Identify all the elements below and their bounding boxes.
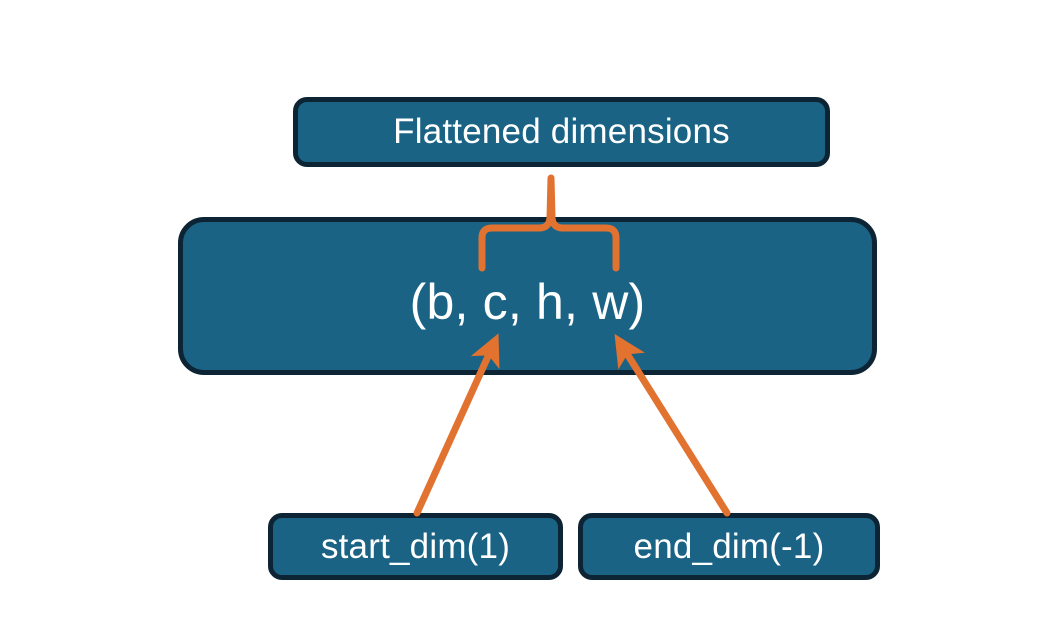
flattened-dimensions-label: Flattened dimensions	[393, 112, 730, 151]
tensor-shape-node[interactable]: (b, c, h, w)	[178, 217, 877, 375]
start-dim-node[interactable]: start_dim(1)	[268, 513, 563, 580]
end-dim-node[interactable]: end_dim(-1)	[578, 513, 880, 580]
flattened-dimensions-node[interactable]: Flattened dimensions	[293, 97, 830, 167]
start-dim-label: start_dim(1)	[320, 526, 511, 566]
tensor-shape-label: (b, c, h, w)	[409, 274, 646, 330]
end-dim-label: end_dim(-1)	[633, 526, 825, 566]
